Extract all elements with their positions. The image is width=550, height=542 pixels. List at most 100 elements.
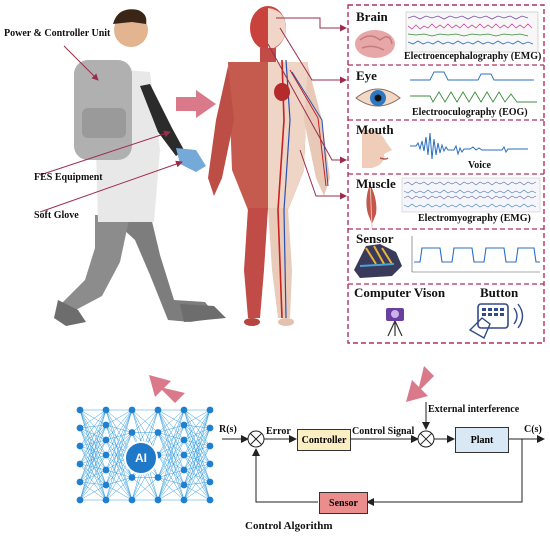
- nn-edge: [157, 454, 185, 478]
- nn-edge: [105, 477, 133, 501]
- nn-edge: [157, 477, 185, 501]
- control-signal-label: Control Signal: [352, 426, 415, 437]
- nn-edge: [105, 432, 133, 471]
- nn-edge: [79, 445, 107, 456]
- nn-edge: [105, 424, 133, 433]
- nn-node: [180, 466, 188, 474]
- nn-edge: [157, 469, 185, 501]
- nn-edge: [79, 409, 107, 429]
- nn-edge: [157, 439, 185, 501]
- nn-node: [180, 496, 188, 504]
- nn-edge: [79, 424, 107, 501]
- control-loop-diagram: [222, 402, 545, 506]
- button-title: Button: [480, 285, 519, 300]
- button-press-icon: [468, 303, 524, 339]
- muscle-title: Muscle: [356, 176, 396, 191]
- nn-edge: [105, 484, 133, 501]
- nn-edge: [79, 439, 107, 447]
- nn-node: [206, 442, 214, 450]
- nn-edge: [183, 409, 211, 426]
- camera-icon: [386, 308, 404, 337]
- nn-edge: [79, 445, 107, 486]
- nn-edge: [183, 409, 211, 471]
- nn-node: [128, 406, 136, 414]
- nn-node: [206, 460, 214, 468]
- nn-edge: [105, 409, 133, 433]
- nn-edge: [183, 439, 211, 501]
- arrow-to-person: [149, 375, 185, 403]
- eye-caption: Electrooculography (EOG): [412, 107, 528, 118]
- nn-edge: [183, 409, 211, 501]
- nn-node: [206, 478, 214, 486]
- sensor-block: Sensor: [319, 492, 368, 514]
- muscle-caption: Electromyography (EMG): [418, 213, 531, 224]
- nn-edge: [105, 469, 133, 501]
- nn-edge: [79, 439, 107, 483]
- nn-edge: [79, 454, 107, 483]
- nn-edge: [183, 445, 211, 456]
- nn-edge: [183, 427, 211, 456]
- nn-edge: [183, 409, 211, 456]
- nn-node: [128, 474, 136, 481]
- nn-edge: [183, 427, 211, 471]
- nn-edge: [79, 484, 107, 501]
- nn-edge: [79, 409, 107, 465]
- sensor-title: Sensor: [356, 231, 394, 246]
- nn-node: [102, 436, 110, 444]
- vision-title: Computer Vison: [354, 285, 446, 300]
- nn-edge: [157, 424, 185, 501]
- nn-node: [102, 406, 110, 414]
- nn-node: [154, 406, 162, 414]
- nn-edge: [183, 463, 211, 471]
- nn-edge: [105, 409, 133, 456]
- walking-person-illustration: [54, 9, 226, 326]
- nn-edge: [183, 445, 211, 501]
- nn-edge: [183, 424, 211, 429]
- plant-block: Plant: [455, 427, 509, 453]
- nn-edge: [183, 409, 211, 486]
- nn-edge: [79, 469, 107, 483]
- c-output-label: C(s): [524, 424, 542, 435]
- nn-edge: [157, 409, 185, 426]
- nn-edge: [157, 424, 185, 433]
- nn-edge: [105, 409, 133, 471]
- nn-edge: [183, 439, 211, 465]
- nn-edge: [79, 439, 107, 501]
- neural-network-icon: [76, 406, 214, 504]
- nn-edge: [157, 424, 185, 456]
- fes-equipment-label: FES Equipment: [34, 172, 103, 183]
- nn-edge: [183, 427, 211, 441]
- eye-icon: [355, 88, 401, 107]
- mouth-title: Mouth: [356, 122, 394, 137]
- nn-edge: [105, 432, 133, 441]
- nn-node: [180, 406, 188, 414]
- nn-edge: [105, 409, 133, 441]
- nn-node: [76, 424, 84, 432]
- nn-edge: [183, 445, 211, 471]
- nn-edge: [183, 445, 211, 486]
- nn-edge: [183, 463, 211, 501]
- nn-edge: [157, 484, 185, 501]
- nn-node: [76, 460, 84, 468]
- voice-waveform: [410, 132, 528, 160]
- nn-edge: [183, 427, 211, 501]
- nn-edge: [79, 409, 107, 447]
- nn-node: [102, 496, 110, 504]
- mouth-icon: [362, 129, 392, 168]
- nn-edge: [183, 439, 211, 483]
- human-anatomy-illustration: [208, 6, 330, 326]
- nn-node: [154, 496, 162, 504]
- nn-node: [154, 474, 162, 481]
- nn-edge: [105, 469, 133, 478]
- eog-signal-plot: [410, 71, 537, 103]
- nn-edge: [79, 409, 107, 486]
- nn-node: [76, 496, 84, 504]
- nn-node: [76, 478, 84, 486]
- nn-edge: [157, 409, 185, 433]
- brain-title: Brain: [356, 9, 388, 24]
- nn-edge: [131, 477, 159, 501]
- power-unit-leader: [63, 45, 99, 81]
- nn-node: [180, 436, 188, 444]
- nn-edge: [157, 424, 185, 478]
- mouth-caption: Voice: [468, 160, 491, 171]
